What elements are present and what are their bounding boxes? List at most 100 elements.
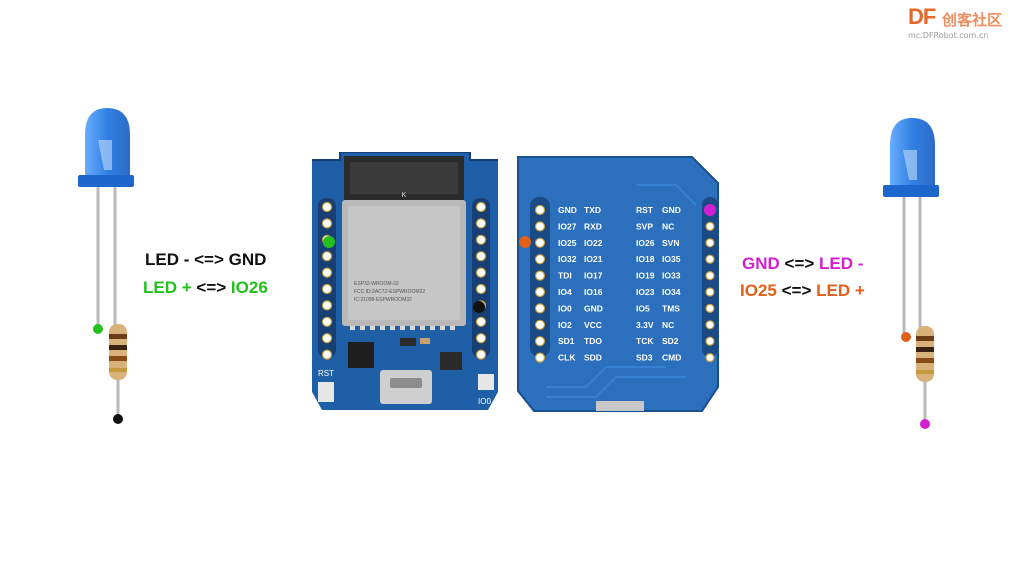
header-hole [475,234,487,245]
watermark-url: mc.DFRobot.com.cn [908,31,989,40]
header-hole [534,221,546,232]
header-hole [475,218,487,229]
right-line2-arrow: <=> [781,281,812,300]
pin-label: SD2 [662,336,679,346]
header-hole [534,319,546,330]
header-hole [321,300,333,311]
pin-label: VCC [584,320,602,330]
pin-label: CMD [662,353,681,363]
left-line1-arrow: <=> [194,250,224,269]
header-hole [534,336,546,347]
header-hole [534,303,546,314]
chip-text-1: ESP32-WROOM-32 [354,281,399,287]
header-hole [475,283,487,295]
left-line1-pin: GND [228,250,267,269]
pin-label: IO35 [662,254,681,264]
esp32-front-board: K ESP32-WROOM-32 FCC ID:2AC7Z-ESPWROOM32… [312,152,498,410]
front-left-header-holes [321,201,333,360]
header-hole [321,316,333,327]
rst-label: RST [318,369,334,378]
left-resistor [109,324,127,418]
header-hole [705,336,715,346]
pin-label: IO5 [636,303,650,313]
header-hole [534,237,546,248]
pin-label: RST [636,205,654,215]
pin-label: IO25 [558,238,577,248]
pin-label: TXD [584,205,601,215]
pin-label: IO33 [662,271,681,281]
header-hole [705,303,715,313]
header-hole [321,349,333,360]
pin-label: IO27 [558,221,577,231]
header-hole [534,352,546,363]
right-line2-led: LED + [816,281,865,300]
right-line1-pin: GND [742,254,780,273]
header-hole [705,287,715,297]
pin-label: NC [662,320,674,330]
io0-label: IO0 [478,397,491,406]
pin-label: IO16 [584,287,603,297]
pin-label: IO2 [558,320,572,330]
back-usb-connector [596,401,644,411]
header-hole [705,270,715,281]
right-line2-pin: IO25 [740,281,777,300]
header-hole [705,221,715,232]
io0-button [478,374,494,390]
back-gnd-marker [704,204,716,216]
dfrobot-watermark: DF 创客社区 mc.DFRobot.com.cn [908,4,1020,42]
right-led-assembly [883,118,939,429]
back-right-header-holes [705,205,715,363]
pin-label: 3.3V [636,320,654,330]
front-io26-marker [323,236,335,248]
left-led-plus-dot [93,324,103,334]
pin-label: SDD [584,353,602,363]
pin-label: IO21 [584,254,603,264]
left-wiring-line2: LED + <=> IO26 [143,278,268,298]
right-line1-led: LED - [819,254,864,273]
header-hole [705,320,715,330]
pin-label: TCK [636,336,654,346]
header-hole [534,254,546,265]
header-hole [705,353,715,363]
header-hole [534,204,546,216]
header-hole [475,251,487,262]
right-line1-arrow: <=> [784,254,815,273]
chip-text-2: FCC ID:2AC7Z-ESPWROOM32 [354,289,425,295]
header-hole [475,349,487,360]
pin-label: SVP [636,221,653,231]
header-hole [321,333,333,344]
pin-label: IO26 [636,238,655,248]
header-hole [321,267,333,278]
header-hole [321,283,333,295]
right-led-minus-dot [920,419,930,429]
back-io25-marker [519,236,531,248]
pin-label: TDI [558,271,572,281]
pin-label: IO4 [558,287,572,297]
right-wiring-line2: IO25 <=> LED + [740,281,865,301]
right-led-legs [902,197,922,336]
pin-label: IO18 [636,254,655,264]
header-hole [321,251,333,262]
pin-label: IO0 [558,303,572,313]
module-label: K [402,192,407,199]
right-led-plus-dot [901,332,911,342]
front-gnd-marker [473,301,485,313]
header-hole [705,254,715,264]
pin-label: GND [558,205,577,215]
header-hole [534,286,546,298]
header-hole [705,238,715,248]
pin-label: IO19 [636,271,655,281]
left-line2-pin: IO26 [230,278,268,297]
header-hole [475,267,487,278]
pin-label: IO32 [558,254,577,264]
pin-label: TMS [662,303,680,313]
watermark-brand: DF [908,4,936,29]
header-hole [475,201,487,213]
header-hole [321,218,333,229]
pin-label: IO17 [584,271,603,281]
usb-uart-chip [348,342,374,368]
left-led-minus-dot [113,414,123,424]
pin-label: GND [662,205,681,215]
